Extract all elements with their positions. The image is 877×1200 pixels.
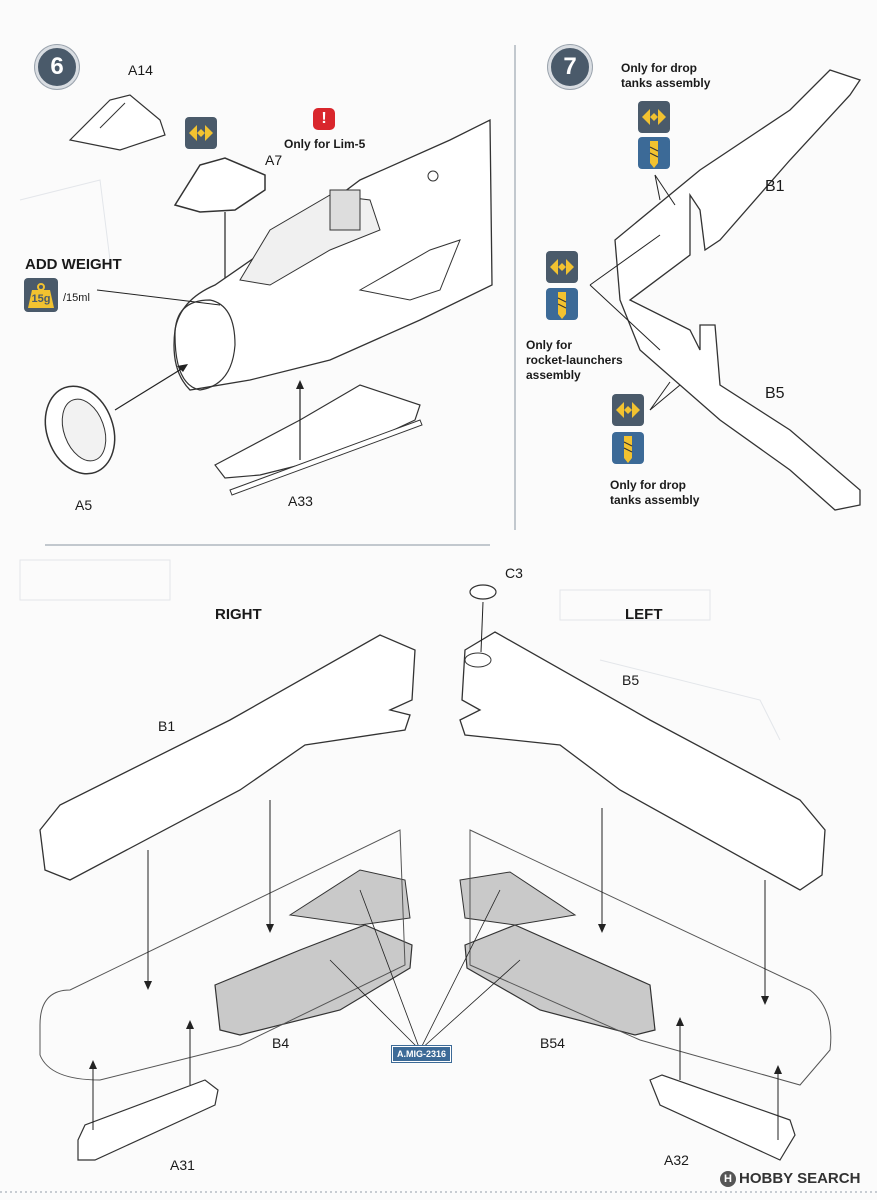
arrows-together-glyph: [189, 125, 213, 141]
wheel-well-b4-inner: [288, 869, 411, 926]
arrows-together-glyph: [616, 402, 640, 418]
label-a5: A5: [75, 497, 93, 513]
wheel-well-part-b4: [214, 924, 413, 1036]
step-badge-6: 6: [35, 45, 79, 89]
paint-leader-3: [419, 889, 501, 1051]
label-a32: A32: [664, 1152, 689, 1168]
seat: [329, 189, 361, 231]
leader-step7-bottom-b: [649, 384, 681, 411]
add-weight-leader: [96, 289, 221, 306]
arrow-a31-head-1: [89, 1060, 97, 1069]
lower-panel-part-a33-strip: [229, 419, 423, 496]
canopy-part-a14: [68, 94, 166, 151]
label-b4: B4: [272, 1035, 290, 1051]
lower-panel-part-a33: [214, 384, 421, 479]
weight-volume: /15ml: [63, 292, 90, 304]
leader-step7-top-b: [654, 174, 676, 206]
leader-step7-top-a: [654, 174, 661, 201]
label-a31: A31: [170, 1157, 195, 1173]
wheel-well-b54-inner: [459, 871, 577, 926]
add-weight-title: ADD WEIGHT: [25, 256, 122, 273]
paint-leader-4: [419, 959, 521, 1051]
c3-socket: [464, 652, 492, 668]
label-a14: A14: [128, 62, 153, 78]
watermark-text: HOBBY SEARCH: [739, 1170, 861, 1187]
canopy-a14-detail: [99, 102, 126, 129]
label-step7-b1: B1: [765, 178, 785, 195]
drill-glyph: [557, 292, 567, 319]
watermark-logo-icon: H: [720, 1171, 736, 1188]
note-lim5: Only for Lim-5: [284, 137, 366, 151]
wing-frame-left: [469, 829, 832, 1086]
label-c3: C3: [505, 565, 523, 581]
wing-root: [358, 239, 461, 301]
drill-glyph: [649, 141, 659, 168]
arrow-b5-head-1: [598, 924, 606, 933]
arrows-together-glyph: [642, 109, 666, 125]
arrow-a32-head-1: [676, 1017, 684, 1026]
wing-frame-right: [39, 829, 406, 1081]
wing-left-b5: [459, 631, 826, 891]
arrow-b5-head-2: [761, 996, 769, 1005]
leader-step7-upper: [589, 234, 661, 286]
note-rocket-launchers: Only for rocket-launchers assembly: [526, 338, 623, 382]
glue-icon-step7-bottom: [612, 394, 644, 426]
label-left: LEFT: [625, 606, 663, 623]
step-badge-7: 7: [548, 45, 592, 89]
arrow-a33-head: [296, 380, 304, 389]
wheel-well-part-b54: [464, 924, 656, 1036]
fuselage: [173, 118, 493, 391]
glue-icon-step6: [185, 117, 217, 149]
arrow-b1-head-1: [144, 981, 152, 990]
arrow-a32-head-2: [774, 1065, 782, 1074]
glue-icon-step7-top: [638, 101, 670, 133]
arrow-c3-down: [480, 601, 484, 653]
label-a7: A7: [265, 152, 283, 168]
cap-part-c3: [469, 584, 497, 600]
fuselage-hatch: [427, 170, 439, 182]
warning-icon: !: [313, 108, 335, 130]
label-right: RIGHT: [215, 606, 262, 623]
label-b5: B5: [622, 672, 640, 688]
background-bleed: [19, 179, 781, 741]
wing-right-b1: [39, 634, 416, 881]
label-b54: B54: [540, 1035, 565, 1051]
label-a33: A33: [288, 493, 313, 509]
label-step7-b5: B5: [765, 385, 785, 402]
paint-code-badge: A.MIG-2316: [392, 1046, 452, 1062]
arrow-a5: [114, 367, 184, 411]
weight-icon: 15g: [24, 278, 58, 312]
flap-part-a31: [77, 1079, 219, 1161]
drill-icon-step7-top: [638, 137, 670, 169]
paint-leader-2: [359, 889, 421, 1051]
note-drop-tanks-top: Only for drop tanks assembly: [621, 61, 711, 90]
label-b1: B1: [158, 718, 176, 734]
leader-step7-lower: [589, 284, 661, 351]
arrow-a31-head-2: [186, 1020, 194, 1029]
weight-glyph: [28, 283, 54, 308]
leader-step7-bottom-a: [649, 381, 671, 411]
wing-planform-step7: [614, 69, 862, 511]
paint-leader-1: [329, 959, 421, 1051]
drill-icon-step7-mid: [546, 288, 578, 320]
weight-icon-text: 15g: [31, 293, 51, 305]
arrow-a5-head: [177, 364, 188, 372]
drill-glyph: [623, 436, 633, 463]
note-drop-tanks-bottom: Only for drop tanks assembly: [610, 478, 700, 507]
intake-a5-inner: [61, 398, 107, 462]
drill-icon-step7-bottom: [612, 432, 644, 464]
flap-part-a32: [649, 1074, 796, 1161]
arrow-b1-head-2: [266, 924, 274, 933]
glue-icon-step7-mid: [546, 251, 578, 283]
arrows-together-glyph: [550, 259, 574, 275]
windshield-part-a7: [173, 157, 266, 213]
